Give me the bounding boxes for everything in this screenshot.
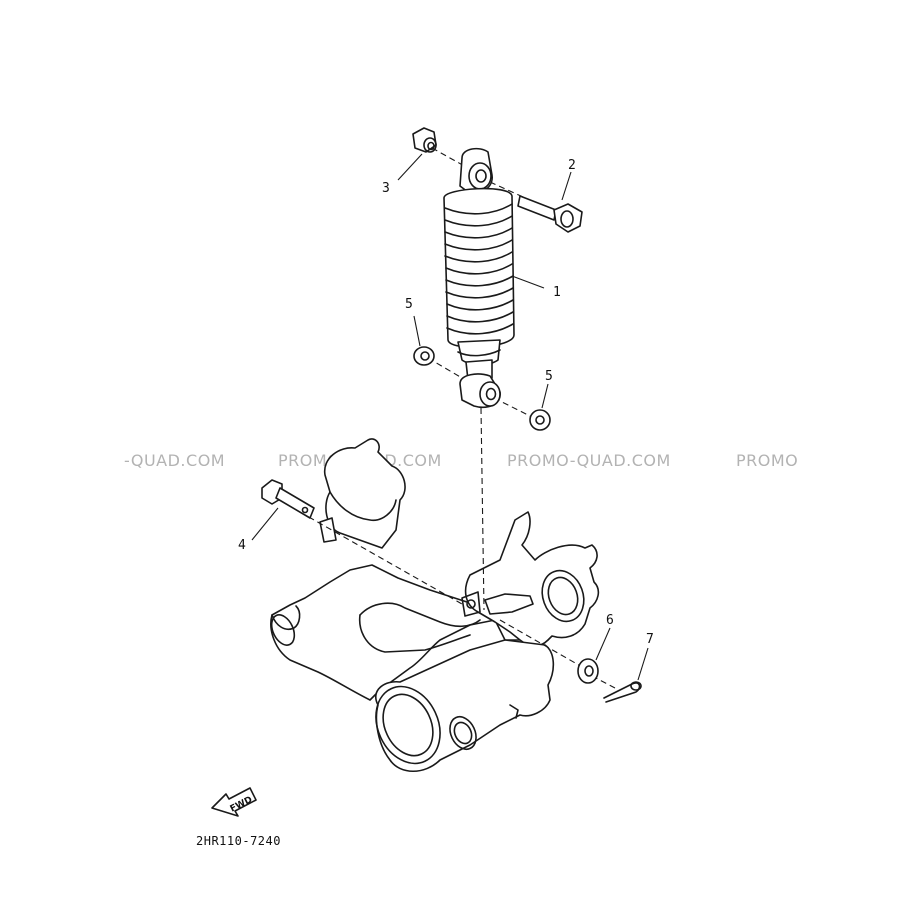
callout-1: 1	[553, 285, 561, 300]
swingarm	[270, 438, 600, 772]
callout-6: 6	[606, 613, 614, 628]
nut-part-3	[412, 127, 437, 153]
shock-spring	[443, 187, 515, 348]
callout-7: 7	[646, 632, 654, 647]
watermark: -QUAD.COM PROMO-QUAD.COM PROMO-QUAD.COM …	[124, 451, 798, 470]
watermark-text-1: -QUAD.COM	[124, 451, 225, 470]
pivot-shaft-part-4	[261, 479, 315, 519]
callout-4: 4	[238, 538, 246, 553]
bolt-part-2	[517, 195, 583, 233]
callout-5-right: 5	[545, 369, 553, 384]
fwd-arrow-icon: FWD	[211, 787, 257, 817]
washer-part-5-right	[529, 409, 551, 431]
leader-lines	[251, 153, 649, 681]
shock-absorber-part-1	[443, 147, 515, 408]
watermark-text-3: PROMO-QUAD.COM	[507, 451, 671, 470]
diagram-code: 2HR110-7240	[196, 834, 281, 848]
callout-2: 2	[568, 158, 576, 173]
watermark-text-4: PROMO	[736, 451, 798, 470]
cotter-pin-part-7	[603, 681, 642, 703]
callout-5-left: 5	[405, 297, 413, 312]
washer-part-5-left	[413, 346, 435, 366]
callout-numbers: 1 2 3 4 5 5 6 7	[238, 158, 654, 647]
washer-part-6	[577, 658, 599, 684]
callout-3: 3	[382, 181, 390, 196]
